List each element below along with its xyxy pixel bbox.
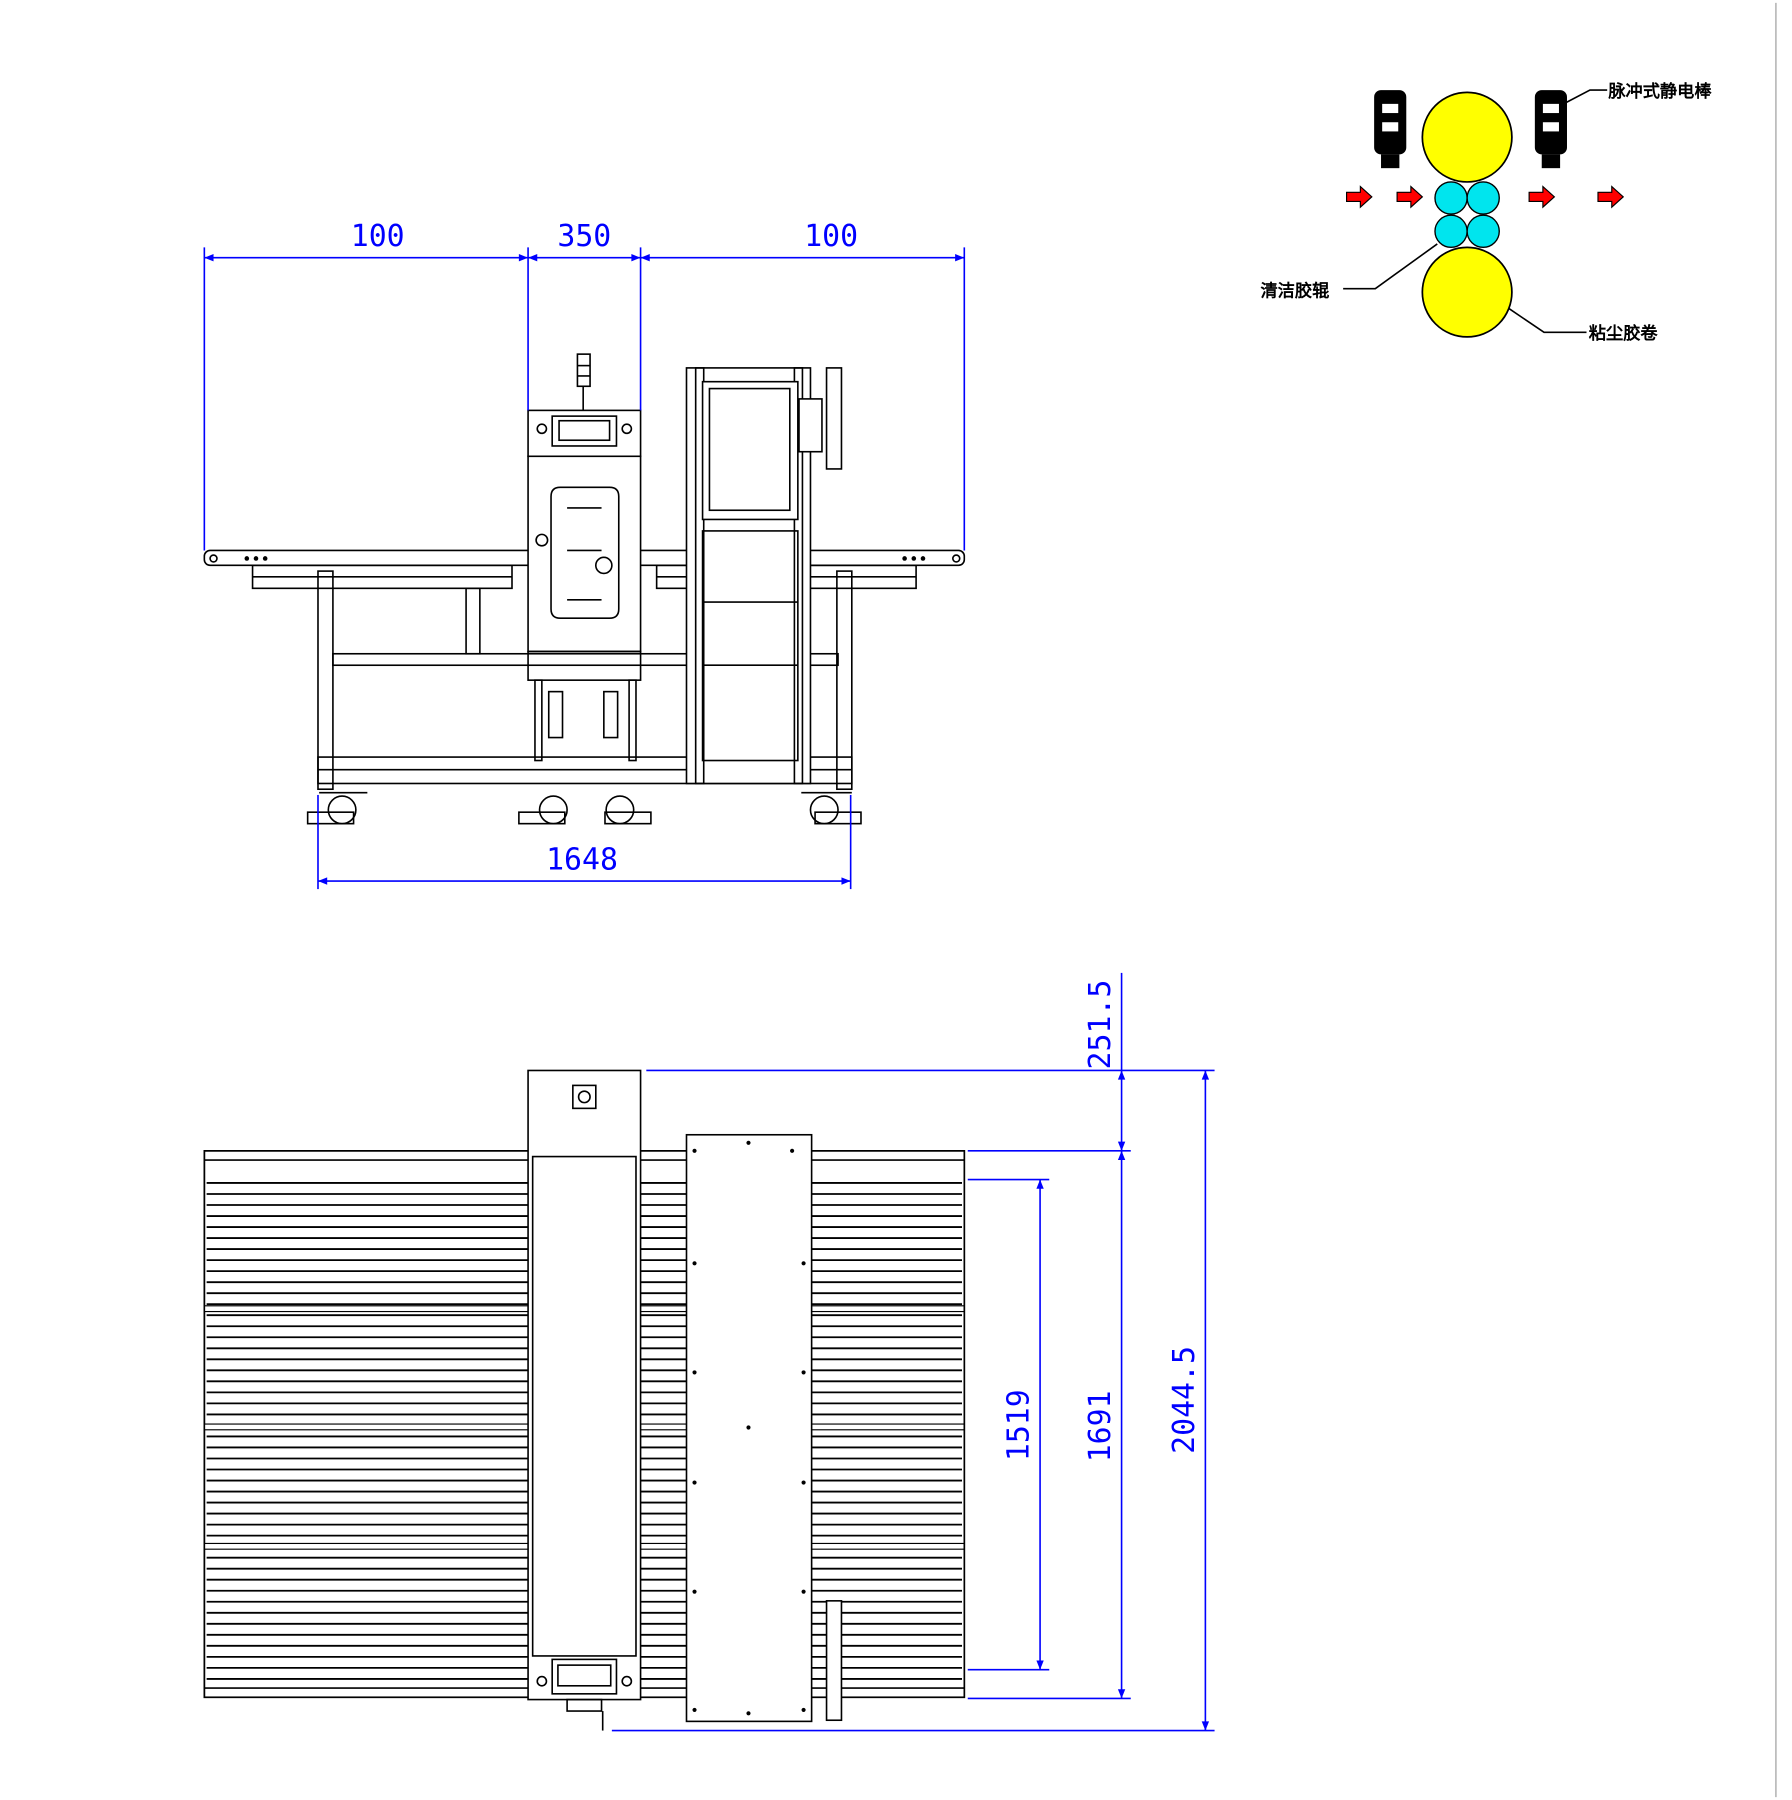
mounting-hole: [801, 1480, 806, 1485]
label-static-bar: 脉冲式静电棒: [1607, 81, 1712, 102]
mounting-holes: [692, 1140, 806, 1716]
caster-wheels: [306, 791, 862, 825]
static-bar-icon-left: [1374, 90, 1407, 169]
cleaning-roller-diagram: 脉冲式静电棒 清洁胶辊 粘尘胶卷: [1260, 81, 1712, 344]
front-elevation-view: 100 350 100 1648: [203, 219, 966, 890]
mounting-hole: [746, 1425, 751, 1430]
mounting-hole: [801, 1370, 806, 1375]
flow-arrow-icons: [1346, 185, 1625, 209]
plan-dimensions: 251.5 1519 1691 2044.5: [611, 972, 1215, 1732]
mounting-hole: [692, 1480, 697, 1485]
dim-left-infeed: 100: [351, 219, 405, 254]
dust-roller-bottom: [1421, 246, 1513, 338]
top-plan-view: 251.5 1519 1691 2044.5: [203, 972, 1215, 1732]
dim-overall-depth: 2044.5: [1167, 1346, 1202, 1454]
dim-right-outfeed: 100: [804, 219, 858, 254]
label-dust-roller: 粘尘胶卷: [1589, 323, 1659, 344]
dim-roller-length: 1519: [1002, 1389, 1037, 1461]
dim-frame-width: 1691: [1083, 1390, 1118, 1462]
mounting-hole: [692, 1589, 697, 1594]
mounting-hole: [746, 1711, 751, 1716]
mounting-hole: [746, 1140, 751, 1145]
mounting-hole: [790, 1148, 795, 1153]
dim-aperture: 350: [557, 219, 611, 254]
mounting-hole: [692, 1148, 697, 1153]
control-panel-pillar: [685, 367, 843, 785]
dust-roller-top: [1421, 91, 1513, 183]
mounting-hole: [692, 1261, 697, 1266]
mounting-hole: [801, 1589, 806, 1594]
front-dimensions: 100 350 100 1648: [203, 219, 966, 890]
mounting-hole: [801, 1261, 806, 1266]
label-cleaning-rollers: 清洁胶辊: [1260, 281, 1329, 302]
dim-leg-span: 1648: [546, 843, 618, 878]
mounting-hole: [692, 1370, 697, 1375]
metal-detector-head: [527, 353, 642, 762]
mounting-hole: [801, 1707, 806, 1712]
dim-head-offset: 251.5: [1083, 980, 1118, 1070]
mounting-hole: [692, 1707, 697, 1712]
static-bar-icon-right: [1534, 90, 1567, 169]
